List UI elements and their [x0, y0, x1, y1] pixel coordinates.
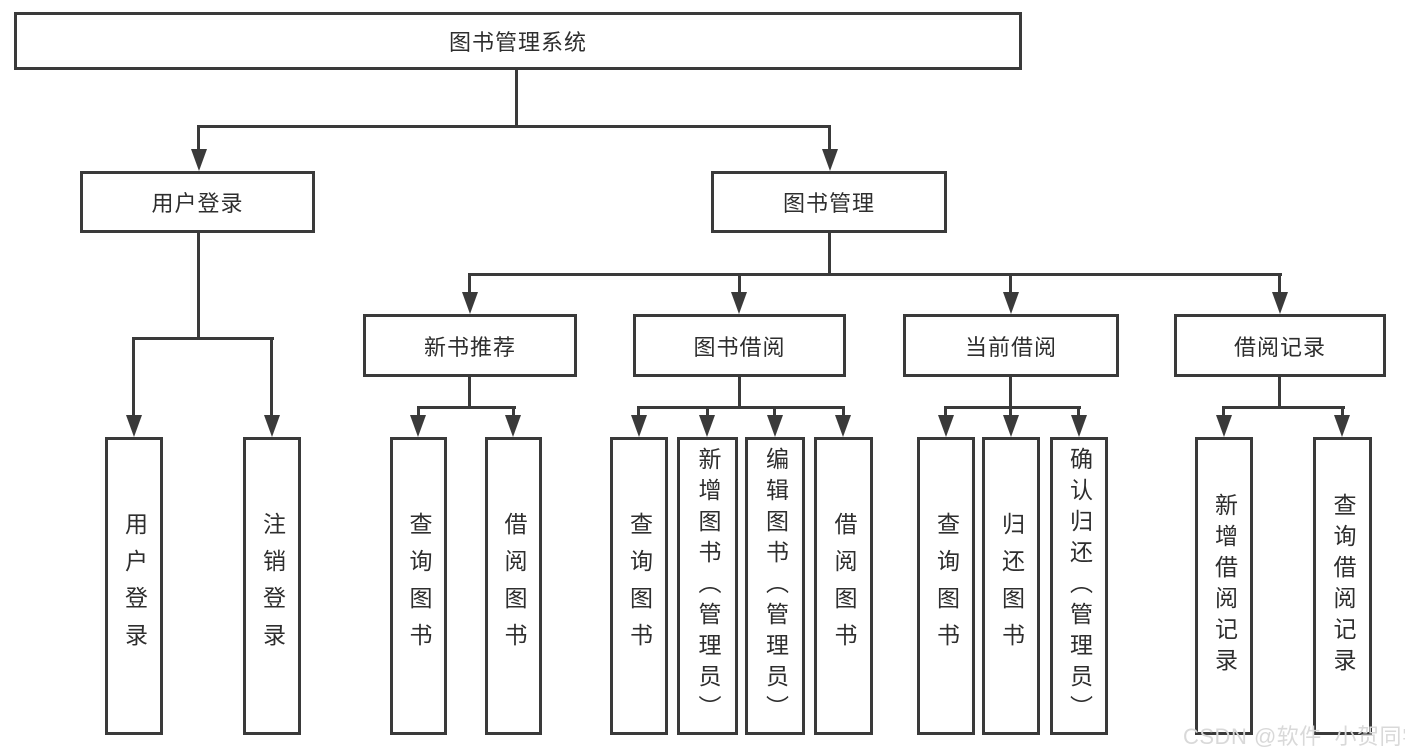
connector-drop-b1	[417, 406, 420, 419]
node-new-book-recommend: 新书推荐	[363, 314, 577, 377]
connector-bookmgmt-bar	[468, 273, 1282, 276]
connector-drop-d1	[944, 406, 947, 419]
connector-root-bar	[197, 125, 831, 128]
node-borrow-records: 借阅记录	[1174, 314, 1386, 377]
connector-userlogin-bar	[132, 337, 274, 340]
node-user-login: 用户登录	[80, 171, 315, 233]
arrow-to-borrow-records	[1272, 292, 1288, 314]
leaf-borrow-books: 借阅图书	[814, 437, 873, 735]
connector-drop-d2	[1009, 406, 1012, 419]
connector-newrec-stem	[468, 377, 471, 406]
connector-records-bar	[1222, 406, 1345, 409]
arrow-to-book-borrow	[731, 292, 747, 314]
leaf-add-book-admin: 新增图书（管理员）	[677, 437, 738, 735]
connector-drop-c1	[637, 406, 640, 419]
connector-drop-c4	[842, 406, 845, 419]
arrow-to-book-mgmt	[822, 149, 838, 171]
leaf-return-book: 归还图书	[982, 437, 1040, 735]
connector-drop-d3	[1077, 406, 1080, 419]
connector-current-bar	[944, 406, 1081, 409]
connector-borrow-bar	[637, 406, 845, 409]
arrow-to-d2	[1003, 415, 1019, 437]
connector-drop-book-mgmt	[828, 125, 831, 153]
arrow-to-e1	[1216, 415, 1232, 437]
leaf-confirm-return-admin: 确认归还（管理员）	[1050, 437, 1108, 735]
connector-drop-c3	[773, 406, 776, 419]
connector-drop-current-borrow	[1009, 273, 1012, 296]
connector-drop-c2	[706, 406, 709, 419]
leaf-query-books-current: 查询图书	[917, 437, 975, 735]
arrow-to-d1	[938, 415, 954, 437]
connector-records-stem	[1278, 377, 1281, 406]
arrow-to-c3	[767, 415, 783, 437]
leaf-query-borrow-record: 查询借阅记录	[1313, 437, 1372, 735]
arrow-to-leaf-logout	[264, 415, 280, 437]
arrow-to-d3	[1071, 415, 1087, 437]
arrow-to-c4	[835, 415, 851, 437]
node-current-borrow: 当前借阅	[903, 314, 1119, 377]
arrow-to-current-borrow	[1003, 292, 1019, 314]
connector-newrec-bar	[417, 406, 516, 409]
connector-drop-borrow-records	[1278, 273, 1281, 296]
leaf-logout: 注销登录	[243, 437, 301, 735]
arrow-to-c1	[631, 415, 647, 437]
node-library-system: 图书管理系统	[14, 12, 1022, 70]
connector-drop-b2	[512, 406, 515, 419]
arrow-to-user-login	[191, 149, 207, 171]
arrow-to-e2	[1334, 415, 1350, 437]
leaf-edit-book-admin: 编辑图书（管理员）	[745, 437, 805, 735]
connector-userlogin-stem	[197, 233, 200, 337]
csdn-watermark: CSDN @软件_小贺同学	[1183, 724, 1405, 747]
arrow-to-b1	[410, 415, 426, 437]
connector-drop-user-login	[197, 125, 200, 153]
connector-root-stem	[515, 70, 518, 125]
connector-drop-leaf-logout	[270, 337, 273, 419]
arrow-to-new-rec	[462, 292, 478, 314]
connector-bookmgmt-stem	[828, 233, 831, 273]
connector-drop-new-rec	[468, 273, 471, 296]
connector-drop-book-borrow	[738, 273, 741, 296]
leaf-query-books-borrow: 查询图书	[610, 437, 668, 735]
connector-current-stem	[1009, 377, 1012, 406]
leaf-query-books-recommend: 查询图书	[390, 437, 447, 735]
leaf-user-login: 用户登录	[105, 437, 163, 735]
leaf-borrow-books-recommend: 借阅图书	[485, 437, 542, 735]
node-book-management: 图书管理	[711, 171, 947, 233]
leaf-add-borrow-record: 新增借阅记录	[1195, 437, 1253, 735]
arrow-to-c2	[699, 415, 715, 437]
connector-drop-e2	[1341, 406, 1344, 419]
connector-borrow-stem	[738, 377, 741, 406]
arrow-to-b2	[505, 415, 521, 437]
arrow-to-leaf-login	[126, 415, 142, 437]
node-book-borrow: 图书借阅	[633, 314, 846, 377]
connector-drop-leaf-login	[132, 337, 135, 419]
connector-drop-e1	[1222, 406, 1225, 419]
